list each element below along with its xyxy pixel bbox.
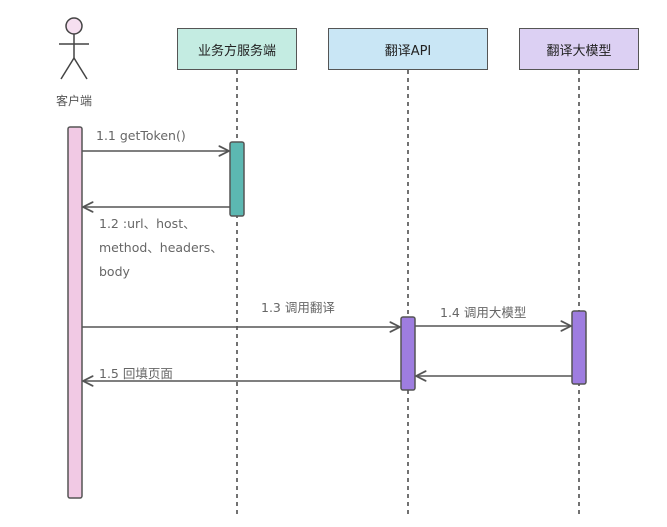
participant-api-label: 翻译API: [384, 43, 432, 59]
participant-translate-api: 翻译API: [328, 28, 488, 70]
message-label-1-3: 1.3 调用翻译: [261, 300, 335, 315]
message-label-1-5: 1.5 回填页面: [99, 366, 173, 381]
message-label-1-2: 1.2 :url、host、 method、headers、 body: [99, 212, 223, 284]
participant-translate-llm: 翻译大模型: [519, 28, 639, 70]
message-label-1-2-line-1: :url、host、: [122, 216, 196, 231]
message-label-1-2-line-3: body: [99, 264, 130, 279]
message-label-1-2-line-2: method、headers、: [99, 240, 223, 255]
message-label-1-2-prefix: 1.2: [99, 216, 123, 231]
activation-biz: [229, 141, 245, 217]
actor-icon: [59, 17, 89, 80]
activation-actor: [67, 126, 83, 499]
participant-biz-server: 业务方服务端: [177, 28, 297, 70]
participant-llm-label: 翻译大模型: [546, 43, 612, 59]
actor-label: 客户端: [55, 94, 92, 108]
participant-biz-label: 业务方服务端: [197, 43, 276, 59]
activation-llm: [571, 310, 587, 385]
message-label-1-4: 1.4 调用大模型: [440, 305, 527, 320]
activation-api: [400, 316, 416, 391]
message-label-1-1: 1.1 getToken(): [96, 128, 186, 143]
